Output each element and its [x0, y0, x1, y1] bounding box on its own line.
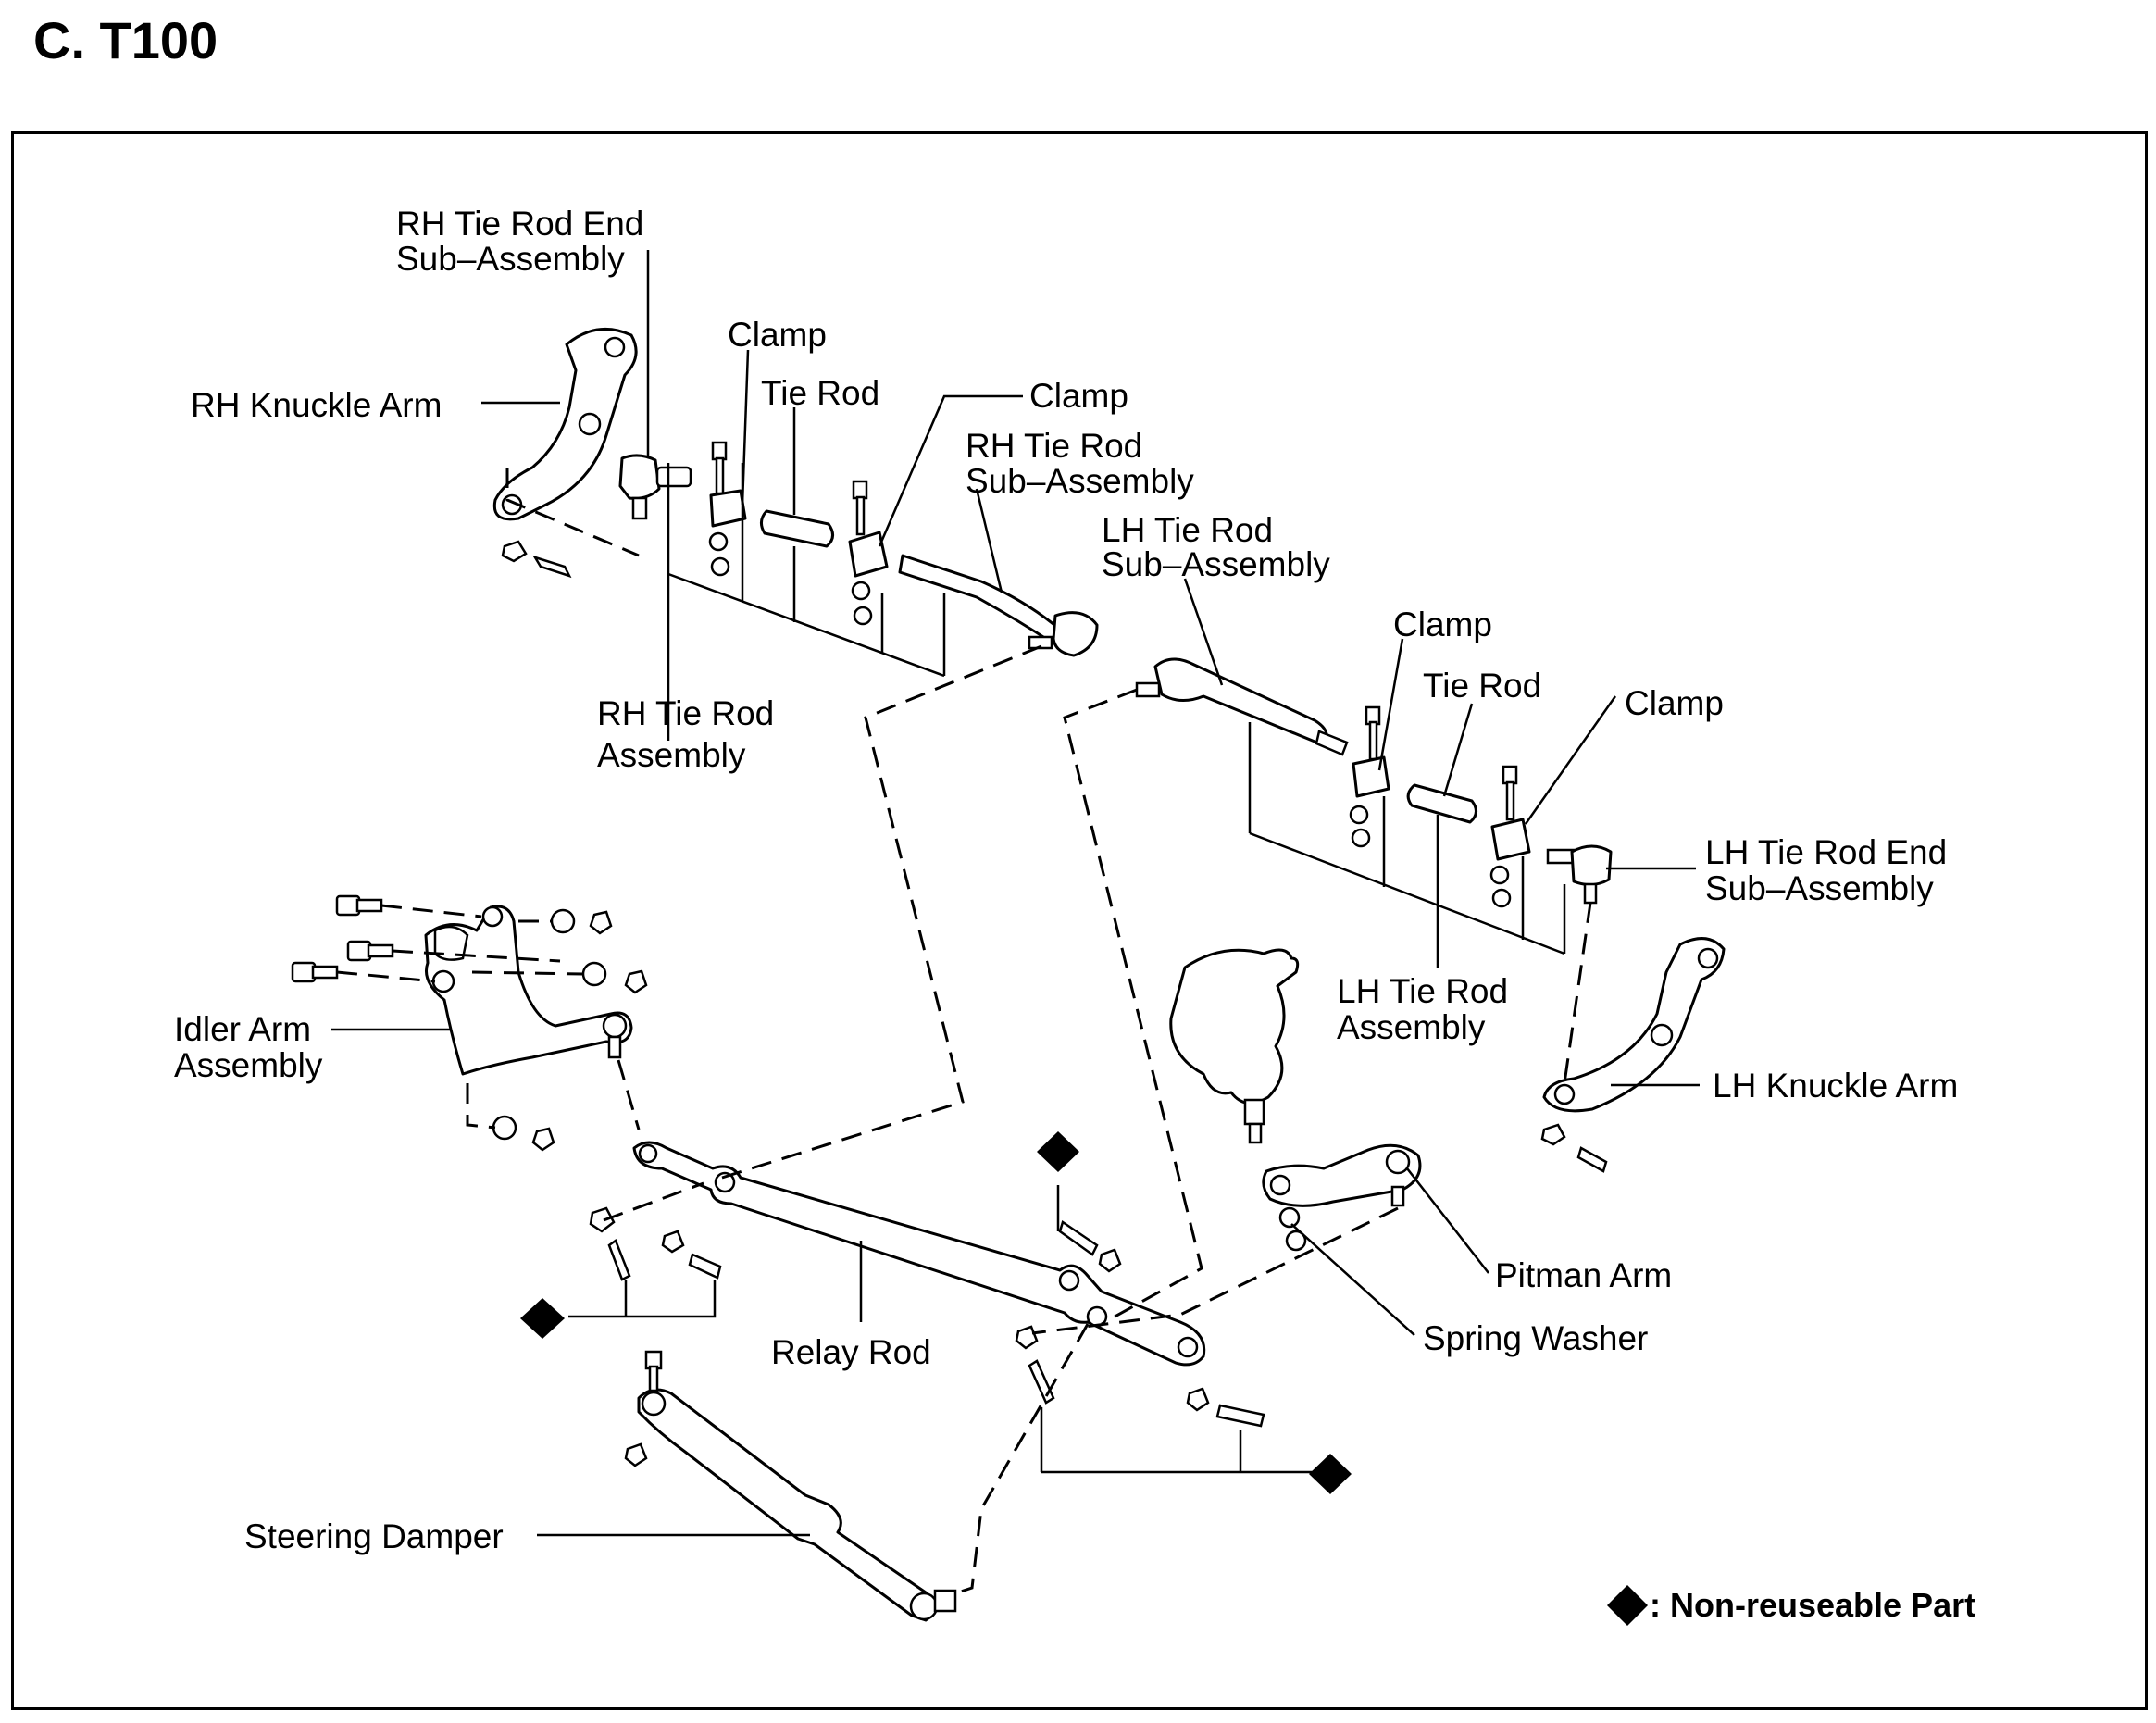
label-lh-tie-rod-end-sub: Sub–Assembly [1705, 869, 1934, 907]
non-reusable-diamond-2 [1037, 1131, 1079, 1172]
lh-assembly-bracket [1248, 722, 1566, 968]
rh-knuckle-dash [505, 468, 640, 557]
label-clamp-1: Clamp [728, 316, 827, 354]
label-idler-arm-2: Assembly [174, 1046, 323, 1084]
label-pitman-arm: Pitman Arm [1495, 1256, 1672, 1294]
label-rh-tie-rod-end: RH Tie Rod End [396, 205, 643, 243]
non-reusable-diamond-3 [1309, 1454, 1352, 1494]
relay-rod-dashes [603, 644, 1399, 1599]
legend-diamond-icon [1607, 1585, 1648, 1626]
rh-tie-rod-end-part [618, 454, 692, 520]
lh-knuckle-arm-part [1540, 937, 1726, 1173]
page-title: C. T100 [33, 11, 218, 69]
label-rh-tie-rod-sub-2: Sub–Assembly [966, 462, 1194, 500]
rh-assembly-bracket [667, 463, 946, 741]
relay-rod-part [632, 1141, 1206, 1367]
label-idler-arm: Idler Arm [174, 1010, 311, 1048]
idler-arm-bolts [291, 894, 648, 1152]
steering-gear-part [1169, 948, 1300, 1144]
label-lh-knuckle-arm: LH Knuckle Arm [1713, 1067, 1958, 1105]
clamp-4-part [1489, 765, 1531, 908]
label-lh-tie-rod-assembly: LH Tie Rod [1337, 972, 1508, 1010]
label-rh-tie-rod-end-sub: Sub–Assembly [396, 240, 625, 278]
label-lh-tie-rod-sub: LH Tie Rod [1102, 511, 1273, 549]
label-rh-tie-rod-assembly: RH Tie Rod [597, 694, 774, 732]
tie-rod-1-part [760, 509, 834, 548]
lh-tie-rod-sub-part [1135, 657, 1349, 756]
label-rh-tie-rod-assembly-2: Assembly [597, 736, 746, 774]
label-rh-knuckle-arm: RH Knuckle Arm [191, 386, 442, 424]
idler-arm-dashes [336, 904, 641, 1130]
label-clamp-2: Clamp [1029, 377, 1128, 415]
pitman-arm-part [1262, 1143, 1422, 1252]
label-relay-rod: Relay Rod [771, 1333, 931, 1371]
non-reusable-brackets [568, 1185, 1313, 1474]
clamp-1-part [708, 441, 747, 577]
label-tie-rod-2: Tie Rod [1423, 667, 1541, 705]
leader-lines [331, 250, 1700, 1537]
rh-tie-rod-sub-part [898, 554, 1099, 657]
label-lh-tie-rod-assembly-2: Assembly [1337, 1008, 1486, 1046]
label-lh-tie-rod-end: LH Tie Rod End [1705, 833, 1947, 871]
label-rh-tie-rod-sub: RH Tie Rod [966, 427, 1142, 465]
diagram-frame [11, 131, 2148, 1710]
label-steering-damper: Steering Damper [244, 1517, 504, 1555]
legend-text: : Non-reuseable Part [1650, 1586, 1975, 1624]
lh-knuckle-dash [1563, 902, 1592, 1084]
label-lh-tie-rod-sub-2: Sub–Assembly [1102, 545, 1330, 583]
label-clamp-3: Clamp [1393, 606, 1492, 643]
idler-arm-part [424, 905, 633, 1076]
label-spring-washer: Spring Washer [1423, 1319, 1648, 1357]
steering-damper-part [624, 1350, 957, 1622]
label-tie-rod-1: Tie Rod [761, 374, 879, 412]
lh-tie-rod-end-part [1546, 844, 1613, 905]
legend: : Non-reuseable Part [1607, 1585, 1975, 1626]
tie-rod-2-part [1406, 783, 1477, 824]
label-clamp-4: Clamp [1625, 684, 1724, 722]
rh-knuckle-arm-part [492, 328, 638, 579]
non-reusable-diamond-1 [520, 1298, 565, 1339]
clamp-2-part [848, 480, 889, 626]
